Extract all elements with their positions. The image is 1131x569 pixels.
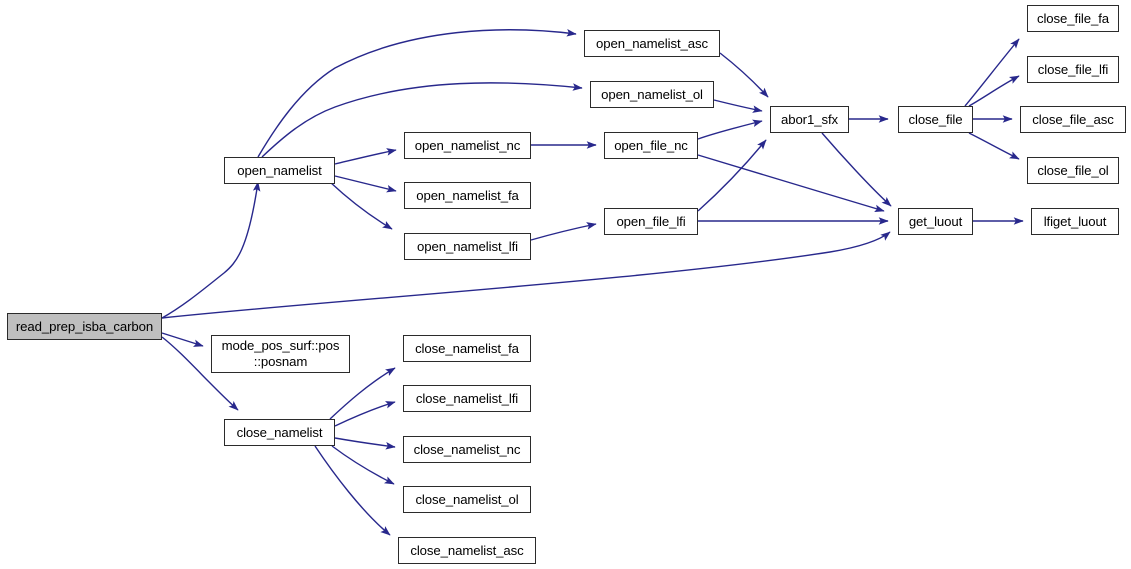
graph-node-open_file_nc[interactable]: open_file_nc xyxy=(604,132,698,159)
graph-node-open_namelist_asc[interactable]: open_namelist_asc xyxy=(584,30,720,57)
edge-read_prep_isba_carbon-to-open_namelist xyxy=(161,181,261,319)
edge-open_file_lfi-to-abor1_sfx xyxy=(697,139,767,212)
graph-node-close_namelist_nc[interactable]: close_namelist_nc xyxy=(403,436,531,463)
graph-node-close_file_lfi[interactable]: close_file_lfi xyxy=(1027,56,1119,83)
edge-close_namelist-to-close_namelist_nc xyxy=(334,437,396,450)
graph-node-close_file_asc[interactable]: close_file_asc xyxy=(1020,106,1126,133)
edge-open_namelist-to-open_namelist_fa xyxy=(334,175,397,193)
edge-read_prep_isba_carbon-to-close_namelist xyxy=(161,336,239,411)
graph-node-close_namelist_lfi[interactable]: close_namelist_lfi xyxy=(403,385,531,412)
edge-open_file_nc-to-abor1_sfx xyxy=(697,119,763,140)
graph-node-label-open_namelist_asc: open_namelist_asc xyxy=(596,35,708,51)
edge-close_file-to-close_file_lfi xyxy=(968,75,1020,107)
graph-node-close_namelist[interactable]: close_namelist xyxy=(224,419,335,446)
graph-node-open_namelist_fa[interactable]: open_namelist_fa xyxy=(404,182,531,209)
graph-node-label-close_file_asc: close_file_asc xyxy=(1032,111,1114,127)
edge-open_file_nc-to-get_luout xyxy=(697,154,885,212)
graph-node-label-close_file_ol: close_file_ol xyxy=(1037,162,1109,178)
edge-read_prep_isba_carbon-to-get_luout xyxy=(161,231,891,319)
graph-node-label-open_file_nc: open_file_nc xyxy=(614,137,688,153)
graph-node-close_file_fa[interactable]: close_file_fa xyxy=(1027,5,1119,32)
graph-node-close_namelist_fa[interactable]: close_namelist_fa xyxy=(403,335,531,362)
edge-open_namelist-to-open_namelist_asc xyxy=(257,29,577,158)
edges-group xyxy=(161,29,1024,536)
edge-open_namelist-to-open_namelist_nc xyxy=(334,148,397,165)
edge-abor1_sfx-to-get_luout xyxy=(821,132,892,207)
edge-close_namelist-to-close_namelist_asc xyxy=(314,445,391,536)
graph-node-label-close_file_lfi: close_file_lfi xyxy=(1037,61,1109,77)
graph-node-abor1_sfx[interactable]: abor1_sfx xyxy=(770,106,849,133)
graph-node-label-close_namelist_nc: close_namelist_nc xyxy=(413,441,521,457)
graph-node-open_namelist[interactable]: open_namelist xyxy=(224,157,335,184)
graph-node-close_file[interactable]: close_file xyxy=(898,106,973,133)
graph-node-label-lfiget_luout: lfiget_luout xyxy=(1043,213,1107,229)
graph-node-label-open_namelist_fa: open_namelist_fa xyxy=(416,187,519,203)
edge-read_prep_isba_carbon-to-mode_pos_surf_posnam xyxy=(161,332,204,347)
graph-node-mode_pos_surf_posnam[interactable]: mode_pos_surf::pos ::posnam xyxy=(211,335,350,373)
graph-node-label-close_namelist_asc: close_namelist_asc xyxy=(410,542,524,558)
graph-node-label-open_namelist_lfi: open_namelist_lfi xyxy=(417,238,518,254)
graph-node-close_namelist_asc[interactable]: close_namelist_asc xyxy=(398,537,536,564)
graph-node-label-close_namelist_lfi: close_namelist_lfi xyxy=(415,390,519,406)
graph-node-open_file_lfi[interactable]: open_file_lfi xyxy=(604,208,698,235)
graph-node-label-mode_pos_surf_posnam: mode_pos_surf::pos ::posnam xyxy=(221,338,340,369)
edge-open_namelist-to-open_namelist_ol xyxy=(261,82,583,158)
graph-node-close_file_ol[interactable]: close_file_ol xyxy=(1027,157,1119,184)
graph-node-label-close_namelist: close_namelist xyxy=(236,424,323,440)
graph-node-open_namelist_ol[interactable]: open_namelist_ol xyxy=(590,81,714,108)
graph-node-label-close_namelist_ol: close_namelist_ol xyxy=(415,491,519,507)
edge-close_namelist-to-close_namelist_lfi xyxy=(334,401,396,427)
graph-node-label-abor1_sfx: abor1_sfx xyxy=(780,111,838,127)
graph-node-label-close_namelist_fa: close_namelist_fa xyxy=(415,340,519,356)
edge-close_namelist-to-close_namelist_ol xyxy=(331,445,395,485)
graph-node-label-read_prep_isba_carbon: read_prep_isba_carbon xyxy=(15,318,154,334)
edge-open_namelist_lfi-to-open_file_lfi xyxy=(530,222,597,241)
edge-close_namelist-to-close_namelist_fa xyxy=(329,367,396,420)
graph-node-label-close_file: close_file xyxy=(908,111,963,127)
graph-node-get_luout[interactable]: get_luout xyxy=(898,208,973,235)
graph-node-label-open_namelist: open_namelist xyxy=(237,162,322,178)
graph-node-open_namelist_nc[interactable]: open_namelist_nc xyxy=(404,132,531,159)
graph-node-label-get_luout: get_luout xyxy=(908,213,963,229)
edge-open_namelist-to-open_namelist_lfi xyxy=(329,181,393,230)
graph-node-label-close_file_fa: close_file_fa xyxy=(1036,10,1109,26)
graph-node-label-open_namelist_ol: open_namelist_ol xyxy=(601,86,703,102)
graph-node-lfiget_luout[interactable]: lfiget_luout xyxy=(1031,208,1119,235)
edge-open_namelist_asc-to-abor1_sfx xyxy=(719,52,769,98)
edge-close_file-to-close_file_ol xyxy=(968,132,1020,160)
edge-open_namelist_ol-to-abor1_sfx xyxy=(713,99,763,113)
graph-node-open_namelist_lfi[interactable]: open_namelist_lfi xyxy=(404,233,531,260)
graph-node-read_prep_isba_carbon[interactable]: read_prep_isba_carbon xyxy=(7,313,162,340)
graph-node-label-open_namelist_nc: open_namelist_nc xyxy=(414,137,521,153)
edge-close_file-to-close_file_fa xyxy=(964,38,1020,107)
graph-node-label-open_file_lfi: open_file_lfi xyxy=(616,213,686,229)
graph-node-close_namelist_ol[interactable]: close_namelist_ol xyxy=(403,486,531,513)
